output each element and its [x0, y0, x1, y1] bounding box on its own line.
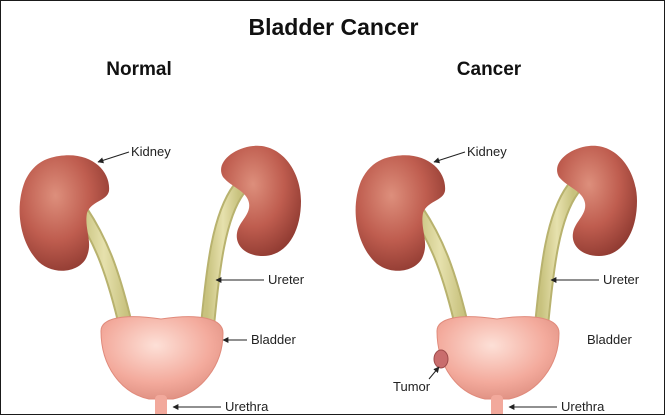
normal-bladder-label: Bladder — [251, 332, 296, 347]
cancer-kidney-label: Kidney — [467, 144, 507, 159]
bladder-tumor — [434, 350, 448, 368]
cancer-tumor-label: Tumor — [393, 379, 431, 394]
normal-bladder — [101, 317, 223, 399]
normal-urethra-label: Urethra — [225, 399, 269, 414]
normal-urethra — [155, 395, 167, 415]
cancer-panel: Kidney Ureter Bladder Tumor Urethra — [356, 144, 640, 415]
normal-kidney-label: Kidney — [131, 144, 171, 159]
cancer-urethra-label: Urethra — [561, 399, 605, 414]
cancer-urethra — [491, 395, 503, 415]
normal-panel: Kidney Ureter Bladder Urethra — [20, 144, 305, 415]
cancer-ureter-label: Ureter — [603, 272, 640, 287]
normal-ureter-label: Ureter — [268, 272, 305, 287]
cancer-bladder-label: Bladder — [587, 332, 632, 347]
cancer-bladder — [437, 317, 559, 399]
